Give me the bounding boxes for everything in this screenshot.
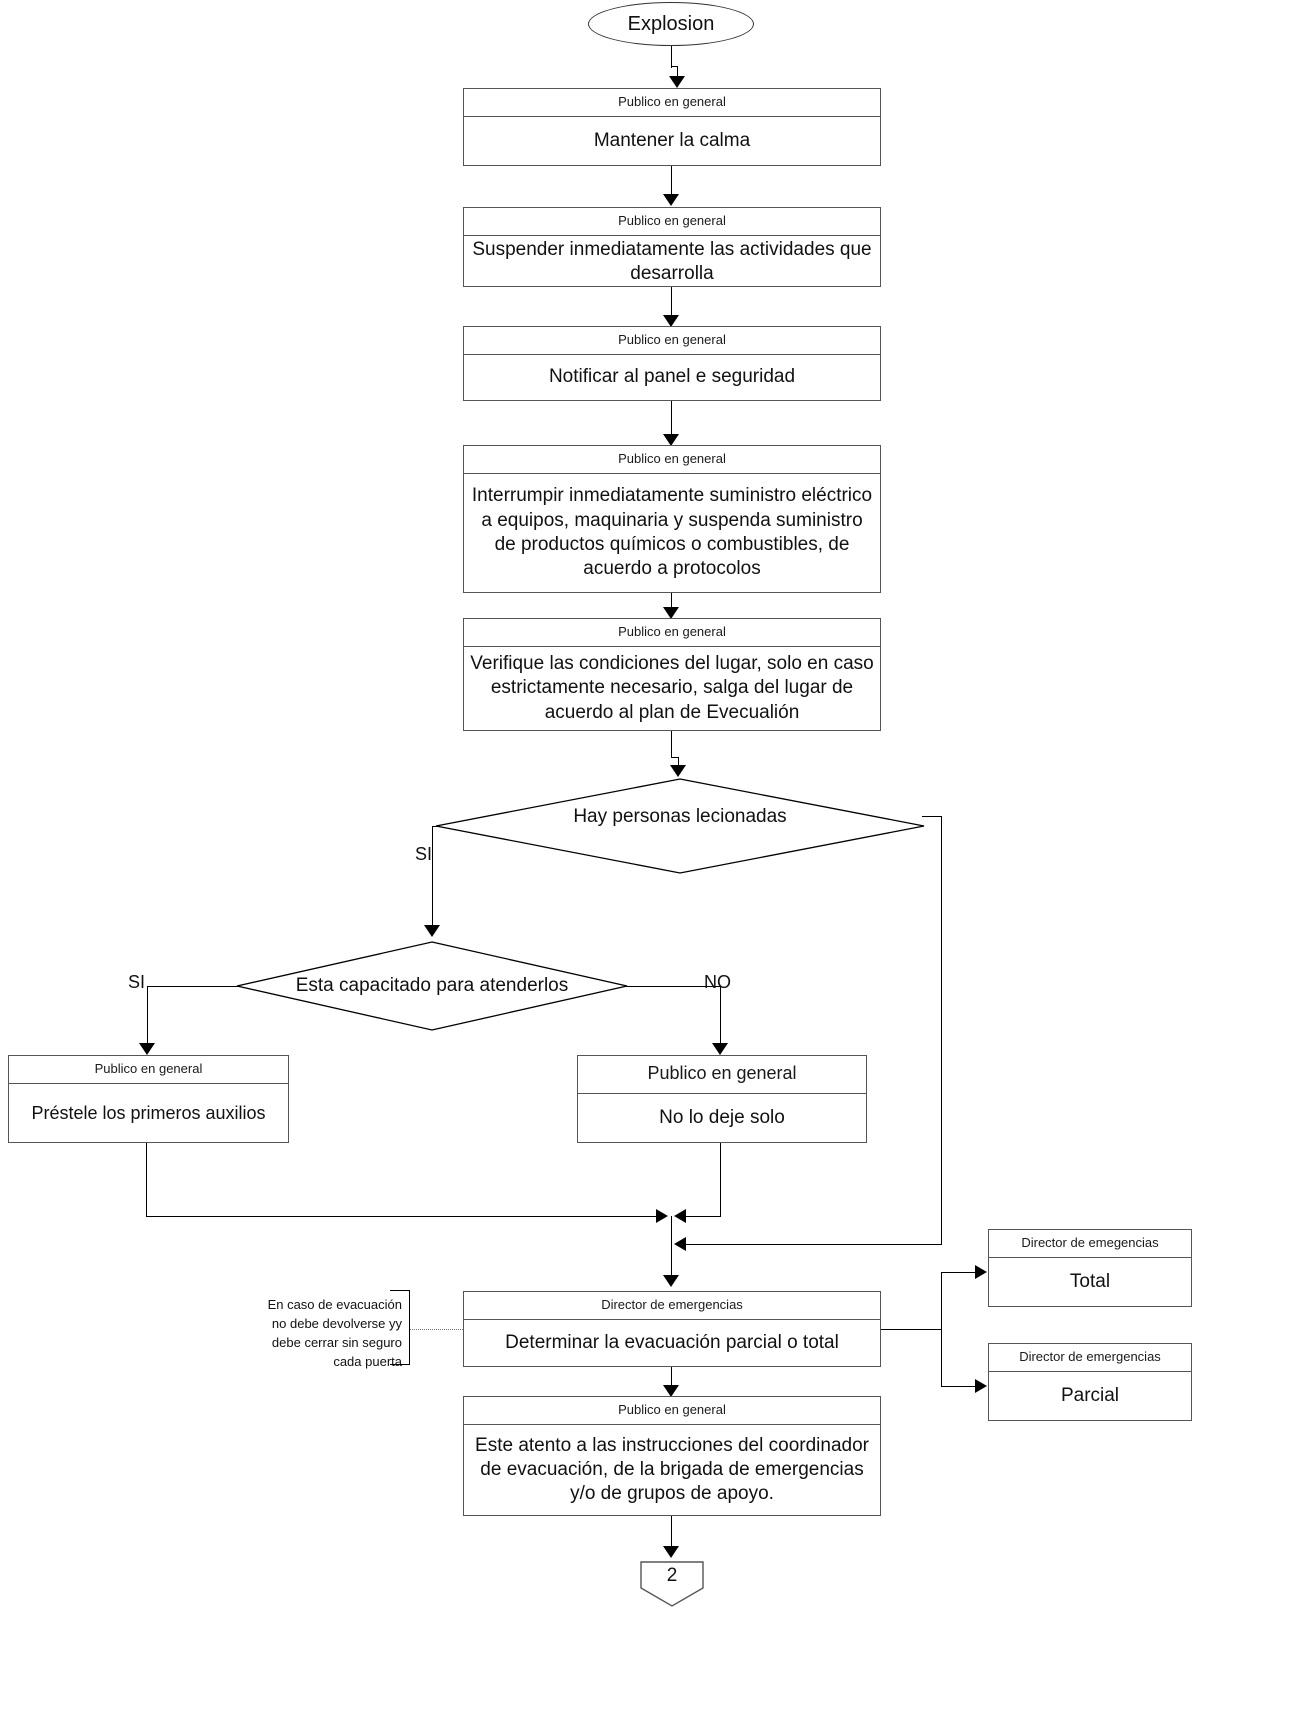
arrowhead-to-step3 xyxy=(663,315,679,327)
connector-to-total xyxy=(941,1272,979,1273)
annotation-note-connector xyxy=(410,1329,463,1330)
process-box-determinar-evacuacion[interactable]: Director de emergencias Determinar la ev… xyxy=(463,1291,881,1367)
arrowhead-to-total xyxy=(975,1265,987,1279)
process-role-label: Publico en general xyxy=(464,89,880,118)
connector-decision2-yes-v xyxy=(147,986,148,1047)
connector-decision2-yes-h xyxy=(147,986,239,987)
process-role-label: Publico en general xyxy=(9,1056,288,1085)
connector-determinar-right xyxy=(881,1329,942,1330)
arrowhead-nolodeje-merge xyxy=(674,1209,686,1223)
connector-atento-to-end xyxy=(671,1516,672,1551)
process-text: Verifique las condiciones del lugar, sol… xyxy=(470,653,874,723)
arrowhead-to-decision1 xyxy=(670,765,686,777)
arrowhead-decision2-yes xyxy=(139,1043,155,1055)
connector-step5-jog-v xyxy=(678,757,679,769)
process-role-label: Director de emergencias xyxy=(989,1344,1191,1373)
process-text: Determinar la evacuación parcial o total xyxy=(505,1331,839,1353)
arrowhead-to-step4 xyxy=(663,434,679,446)
process-box-suspender-actividades[interactable]: Publico en general Suspender inmediatame… xyxy=(463,207,881,287)
start-terminator-explosion[interactable]: Explosion xyxy=(588,2,754,46)
branch-label-decision2-si: SI xyxy=(128,972,146,992)
arrowhead-to-step2 xyxy=(663,194,679,206)
connector-step3-to-step4 xyxy=(671,401,672,434)
process-text: Este atento a las instrucciones del coor… xyxy=(475,1434,869,1505)
connector-to-parcial xyxy=(941,1386,979,1387)
note-line: no debe devolverse yy xyxy=(271,1315,402,1331)
process-role-label: Publico en general xyxy=(464,208,880,237)
offpage-connector-2[interactable]: 2 xyxy=(639,1560,705,1608)
process-text: Notificar al panel e seguridad xyxy=(548,366,796,388)
arrowhead-to-step1 xyxy=(669,76,685,88)
branch-label-decision2-no: NO xyxy=(704,972,731,992)
note-line: En caso de evacuación xyxy=(267,1297,402,1312)
process-box-notificar-panel[interactable]: Publico en general Notificar al panel e … xyxy=(463,326,881,401)
connector-auxilios-down xyxy=(146,1143,147,1217)
connector-step5-to-decision1 xyxy=(671,731,672,757)
connector-step1-to-step2 xyxy=(671,166,672,194)
process-box-interrumpir-suministro[interactable]: Publico en general Interrumpir inmediata… xyxy=(463,445,881,593)
connector-step5-jog xyxy=(671,757,679,758)
connector-merge-trunk xyxy=(671,1216,672,1283)
start-terminator-label: Explosion xyxy=(627,12,715,35)
process-role-label: Director de emegencias xyxy=(989,1230,1191,1259)
process-role-label: Publico en general xyxy=(464,327,880,356)
decision-hay-personas-lecionadas[interactable]: Hay personas lecionadas xyxy=(435,778,925,874)
process-box-evacuacion-parcial[interactable]: Director de emergencias Parcial xyxy=(988,1343,1192,1421)
annotation-note-evacuacion: En caso de evacuación no debe devolverse… xyxy=(222,1296,402,1371)
connector-nolodeje-down xyxy=(720,1143,721,1217)
process-text: No lo deje solo xyxy=(659,1106,785,1128)
process-box-evacuacion-total[interactable]: Director de emegencias Total xyxy=(988,1229,1192,1307)
connector-start-jog xyxy=(671,66,678,67)
connector-decision1-no-h xyxy=(922,816,942,817)
arrowhead-to-step5 xyxy=(663,607,679,619)
arrowhead-to-atento xyxy=(663,1385,679,1397)
connector-decision2-no-v xyxy=(720,986,721,1047)
process-role-label: Publico en general xyxy=(464,1397,880,1426)
annotation-note-bracket xyxy=(390,1290,410,1365)
arrowhead-to-parcial xyxy=(975,1379,987,1393)
arrowhead-decision2-no xyxy=(712,1043,728,1055)
decision-esta-capacitado[interactable]: Esta capacitado para atenderlos xyxy=(236,941,628,1031)
connector-decision1-yes-h xyxy=(432,826,440,827)
branch-label-decision1-si: SI xyxy=(415,844,433,864)
connector-step4-to-step5 xyxy=(671,593,672,613)
process-text: Préstele los primeros auxilios xyxy=(31,1102,266,1123)
process-box-primeros-auxilios[interactable]: Publico en general Préstele los primeros… xyxy=(8,1055,289,1143)
process-text: Total xyxy=(1069,1270,1111,1292)
process-role-label: Publico en general xyxy=(464,619,880,648)
arrowhead-auxilios-merge xyxy=(656,1209,668,1223)
connector-determinar-to-atento xyxy=(671,1367,672,1393)
process-text: Mantener la calma xyxy=(593,129,751,151)
process-box-no-lo-deje-solo[interactable]: Publico en general No lo deje solo xyxy=(577,1055,867,1143)
connector-decision1-no-v xyxy=(941,816,942,1244)
process-role-label: Publico en general xyxy=(578,1056,866,1094)
arrowhead-to-end-connector xyxy=(663,1546,679,1558)
process-box-verifique-condiciones[interactable]: Publico en general Verifique las condici… xyxy=(463,618,881,731)
arrowhead-decision1-yes xyxy=(424,925,440,937)
connector-decision2-no-h xyxy=(626,986,721,987)
connector-split-vertical xyxy=(941,1272,942,1387)
connector-decision1-no-return xyxy=(686,1244,942,1245)
connector-start-to-step1 xyxy=(671,46,672,68)
connector-decision1-yes-v xyxy=(432,826,433,929)
connector-step2-to-step3 xyxy=(671,287,672,315)
process-text: Parcial xyxy=(1060,1384,1120,1406)
process-role-label: Director de emergencias xyxy=(464,1292,880,1321)
connector-start-to-step1-b xyxy=(677,66,678,80)
connector-nolodeje-merge-h xyxy=(686,1216,721,1217)
process-text: Interrumpir inmediatamente suministro el… xyxy=(471,485,873,580)
process-text: Suspender inmediatamente las actividades… xyxy=(472,239,872,285)
arrowhead-to-determinar xyxy=(663,1275,679,1287)
arrowhead-decision1-no-merge xyxy=(674,1237,686,1251)
connector-auxilios-merge-h xyxy=(146,1216,664,1217)
note-line: cada puerta xyxy=(333,1353,402,1369)
process-box-este-atento[interactable]: Publico en general Este atento a las ins… xyxy=(463,1396,881,1516)
process-box-mantener-calma[interactable]: Publico en general Mantener la calma xyxy=(463,88,881,166)
process-role-label: Publico en general xyxy=(464,446,880,475)
note-line: debe cerrar sin seguro xyxy=(271,1334,402,1350)
